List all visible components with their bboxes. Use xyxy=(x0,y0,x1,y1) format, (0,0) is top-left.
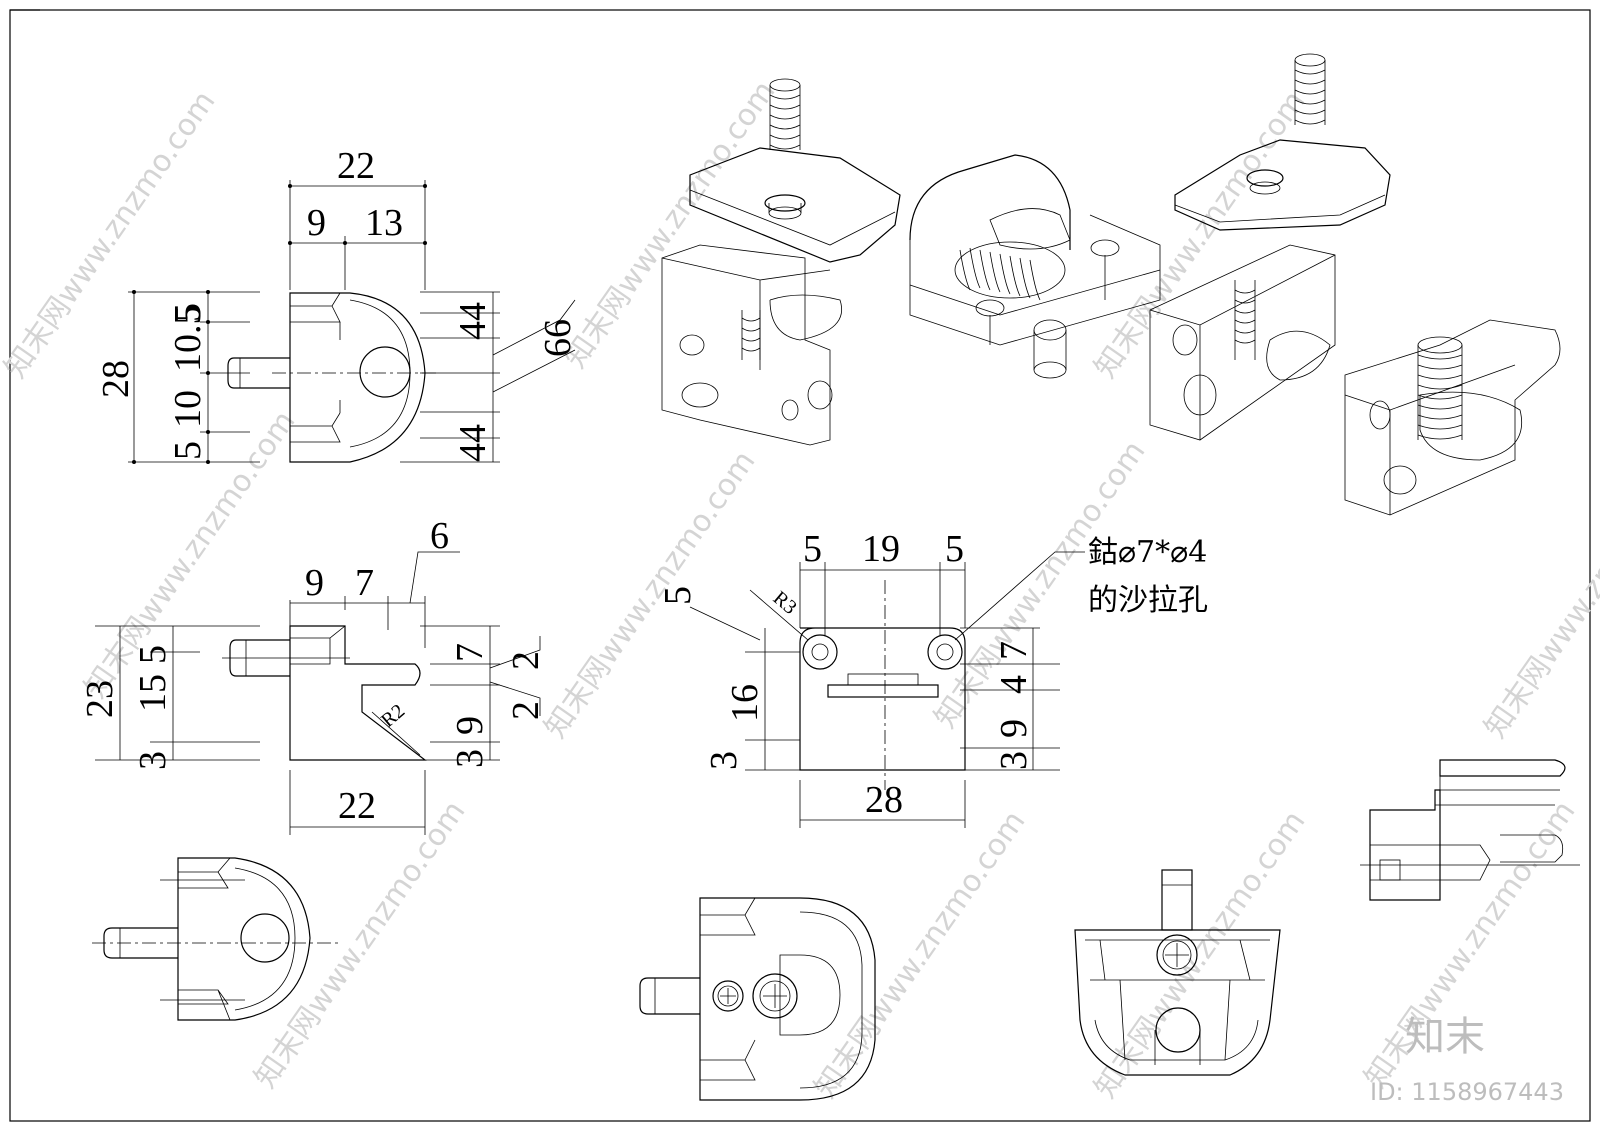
dim-front-top-1: 5 xyxy=(803,528,822,570)
dim-side-right-5: 3 xyxy=(449,749,491,768)
callout-line2: 的沙拉孔 xyxy=(1088,583,1208,618)
id-label: ID: 1158967443 xyxy=(1370,1078,1564,1106)
dim-left-4: 5 xyxy=(167,441,209,460)
dim-front-left-16: 16 xyxy=(724,684,766,722)
bottom-top-view xyxy=(92,857,340,1021)
screw-head-icon xyxy=(1156,934,1198,976)
dim-side-right-4: 9 xyxy=(449,716,491,735)
watermark-text: 知末网www.znzmo.com xyxy=(558,75,783,375)
watermark-text: 知末网www.znzmo.com xyxy=(248,795,473,1095)
dim-front-right-3: 9 xyxy=(993,719,1035,738)
dim-overall-height: 28 xyxy=(95,360,137,398)
dim-side-left-3: 3 xyxy=(132,751,174,770)
dim-front-left-3: 3 xyxy=(703,751,745,770)
dim-side-bottom-width: 22 xyxy=(338,785,376,827)
dim-front-right-4: 3 xyxy=(993,751,1035,770)
dim-offset-a: 9 xyxy=(307,202,326,244)
dim-front-left-offset: 5 xyxy=(657,586,699,605)
dim-front-right-2: 4 xyxy=(993,675,1035,694)
dim-side-right-2: 2 xyxy=(505,651,547,670)
dim-front-radius: R3 xyxy=(769,587,801,619)
spring-icon xyxy=(769,78,801,150)
iso-assembly-3 xyxy=(1149,53,1391,441)
top-view: 22 9 13 28 5 10.5 10 5 44 66 44 xyxy=(95,145,579,464)
dim-side-right-3: 2 xyxy=(505,701,547,720)
dim-right-top: 44 xyxy=(452,302,494,340)
dim-offset-b: 13 xyxy=(365,202,403,244)
iso-assembly-4 xyxy=(1344,319,1561,516)
iso-assembly-2 xyxy=(909,154,1161,379)
callout-line1: 鈷⌀7*⌀4 xyxy=(1088,535,1207,570)
dim-left-2: 10.5 xyxy=(167,306,209,373)
dim-side-right-1: 7 xyxy=(449,643,491,662)
screw-head-icon xyxy=(752,973,798,1019)
spring-icon xyxy=(1294,53,1326,125)
spring-icon xyxy=(1417,336,1463,440)
bottom-front-view xyxy=(1074,869,1281,1076)
bottom-side-view xyxy=(1360,759,1580,901)
dim-front-top-3: 5 xyxy=(945,528,964,570)
dim-front-width: 28 xyxy=(865,779,903,821)
dim-side-top-b: 7 xyxy=(355,562,374,604)
dim-side-left-1: 5 xyxy=(132,645,174,664)
watermark-text: 知末网www.znzmo.com xyxy=(808,805,1033,1105)
dim-front-right-1: 7 xyxy=(993,641,1035,660)
dim-front-top-2: 19 xyxy=(862,528,900,570)
watermark-text: 知末网www.znzmo.com xyxy=(1478,445,1600,745)
sheet-border xyxy=(9,9,1591,1122)
dim-side-height: 23 xyxy=(79,680,121,718)
dim-right-mid: 66 xyxy=(537,319,579,357)
dim-side-top-c: 6 xyxy=(430,515,449,557)
dim-overall-width: 22 xyxy=(337,145,375,187)
side-view: R2 9 7 6 23 5 15 3 7 2 2 9 3 xyxy=(79,515,547,835)
dim-side-left-2: 15 xyxy=(132,674,174,712)
dim-left-1: 5 xyxy=(167,303,209,322)
brand-watermark: 知末 xyxy=(1405,1014,1485,1060)
dim-right-bottom: 44 xyxy=(452,424,494,462)
dim-left-3: 10 xyxy=(167,390,209,428)
dim-side-top-a: 9 xyxy=(305,562,324,604)
front-view: R3 5 5 19 5 16 3 7 4 9 3 28 xyxy=(657,528,1208,828)
iso-assembly-1 xyxy=(661,78,901,446)
screw-head-icon xyxy=(712,980,744,1012)
bottom-plan-view xyxy=(639,897,876,1101)
